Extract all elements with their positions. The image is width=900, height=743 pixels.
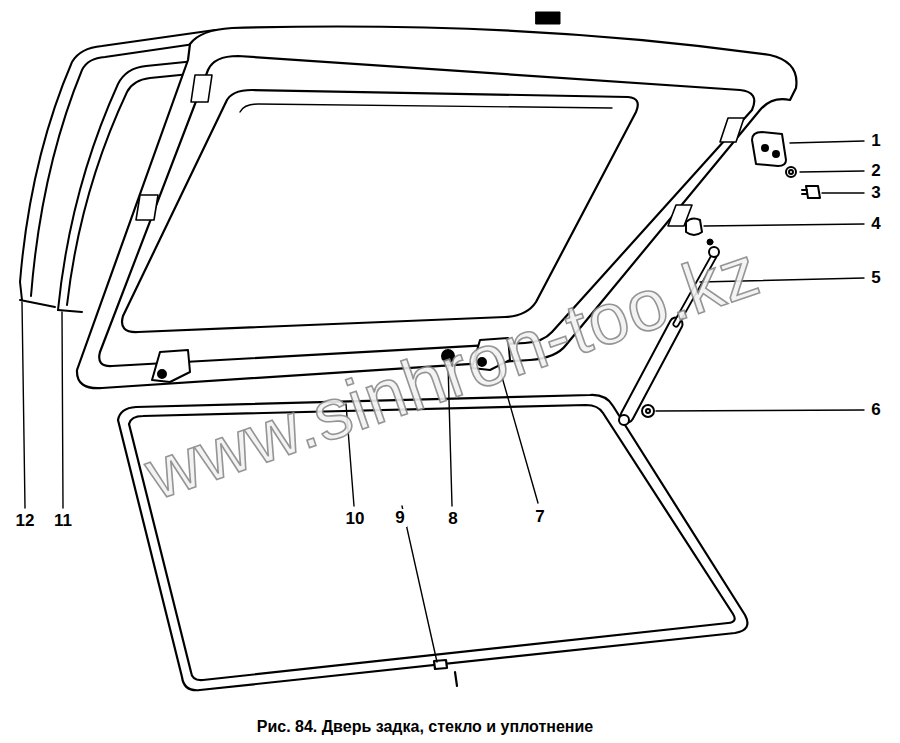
figure-caption: Рис. 84. Дверь задка, стекло и уплотнени…: [257, 717, 594, 736]
leader-lines: [22, 141, 864, 662]
callout-number: 7: [533, 508, 546, 527]
callout-number: 2: [869, 162, 882, 181]
tailgate-door: [77, 12, 797, 388]
callout-number: 10: [344, 510, 367, 529]
callout-number: 8: [446, 510, 459, 529]
callout-number: 6: [869, 401, 882, 420]
callout-number: 4: [869, 215, 882, 234]
callout-number: 5: [869, 269, 882, 288]
callout-number: 11: [52, 512, 74, 531]
callout-number: 3: [869, 184, 882, 203]
watermark: www.sinhron-too.kz: [137, 233, 768, 510]
callout-number: 12: [14, 512, 37, 531]
callout-number: 9: [393, 509, 406, 528]
callout-number: 1: [869, 132, 882, 151]
